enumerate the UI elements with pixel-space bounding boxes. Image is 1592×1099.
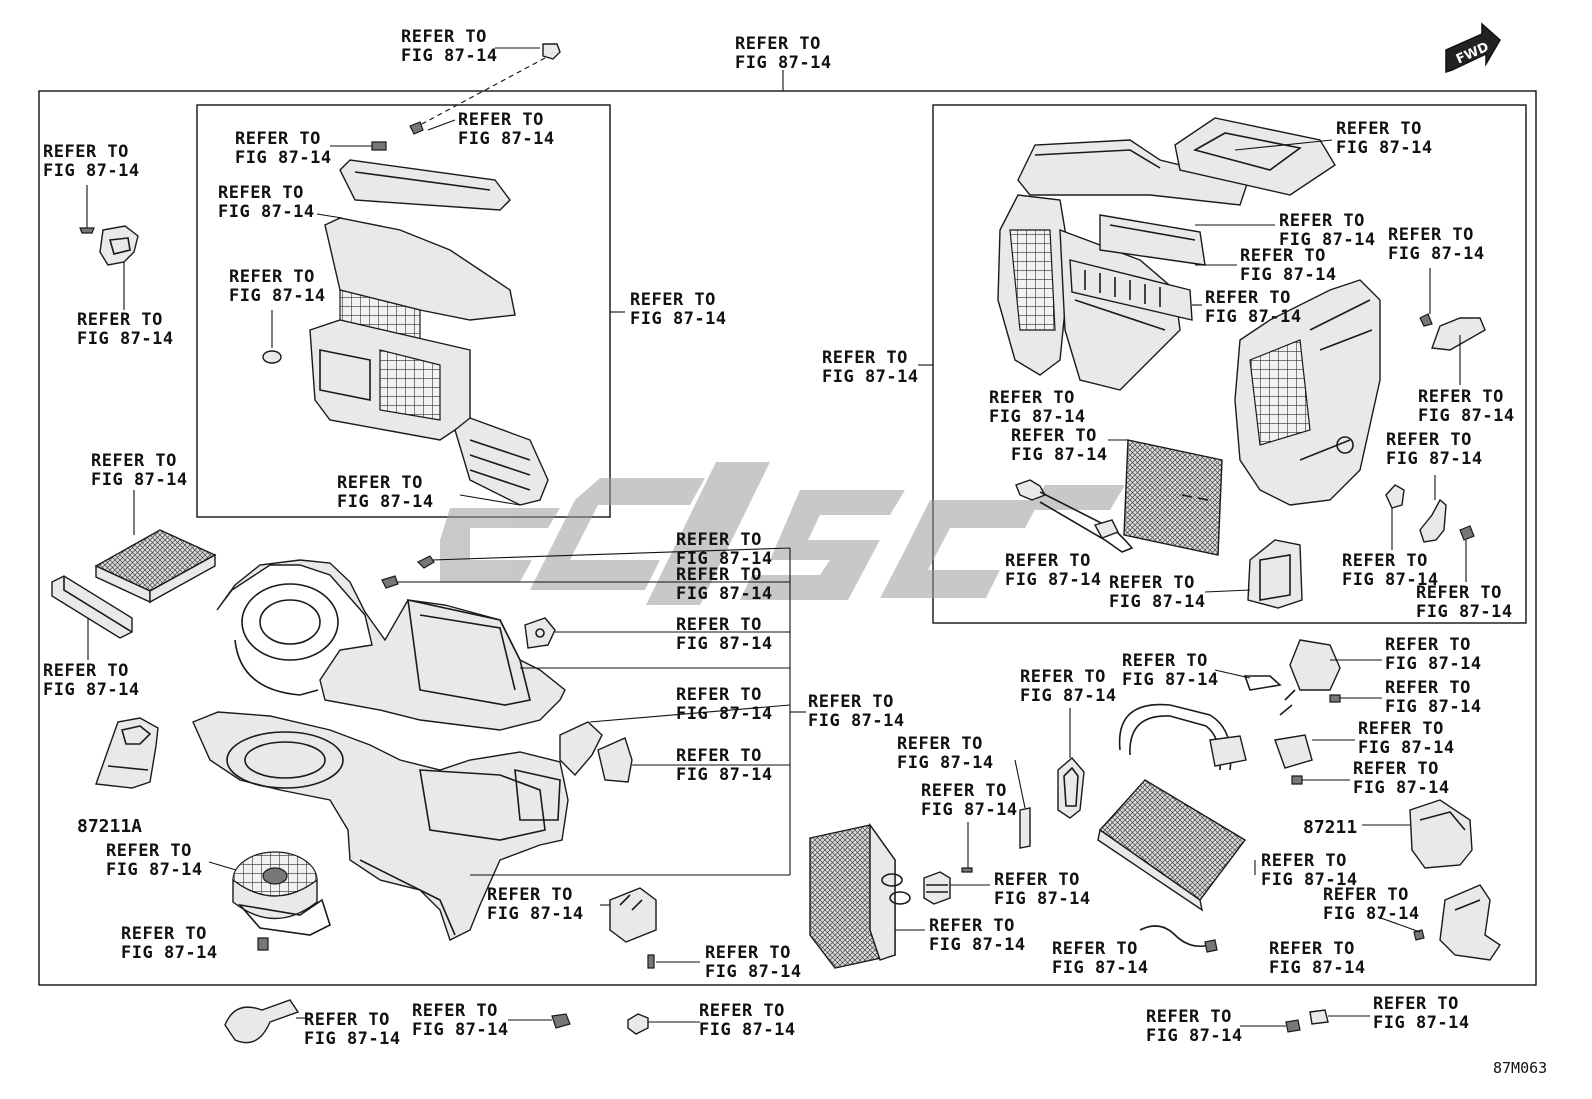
figure-code: 87M063 <box>1493 1059 1548 1077</box>
fwd-arrow-icon: FWD <box>1445 22 1501 74</box>
logo-watermark <box>440 462 1125 605</box>
main-frame <box>38 90 1537 986</box>
heater-unit-subframe <box>932 104 1527 624</box>
part-number-87211a: 87211A <box>77 816 143 837</box>
blower-case-subframe <box>196 104 611 518</box>
part-number-87211: 87211 <box>1303 817 1358 838</box>
